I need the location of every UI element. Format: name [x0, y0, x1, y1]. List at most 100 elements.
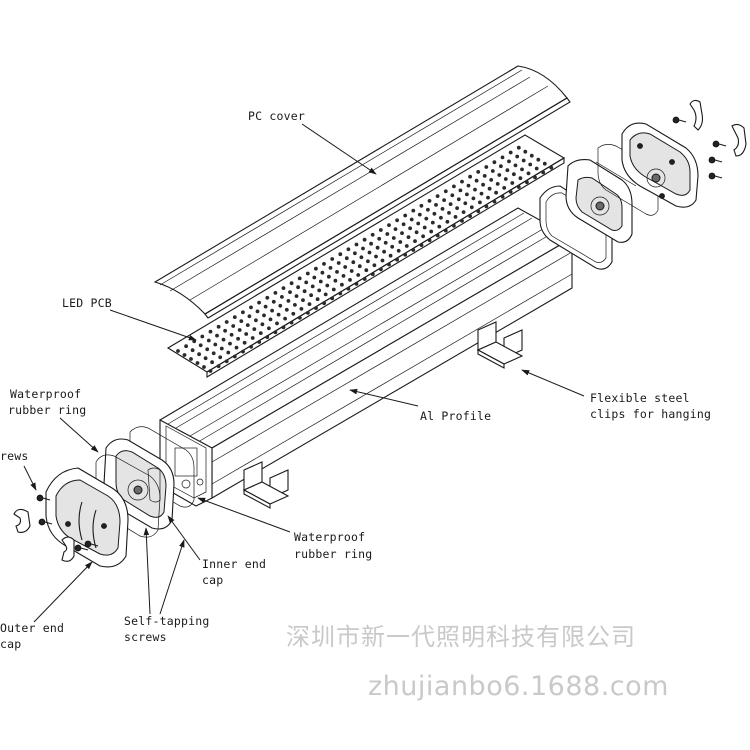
led-dot	[203, 356, 208, 361]
led-dot	[465, 192, 469, 197]
led-dot	[395, 257, 399, 262]
right-rubber-ring	[539, 185, 613, 270]
led-dot	[232, 315, 237, 319]
led-dot	[430, 220, 435, 225]
led-dot	[367, 250, 372, 255]
led-dot	[497, 173, 502, 177]
led-dot	[541, 170, 546, 175]
led-dot	[500, 155, 505, 160]
led-dot	[536, 157, 541, 162]
led-dot	[189, 357, 193, 361]
label-waterproof-left-2: rubber ring	[8, 403, 86, 417]
led-dot	[419, 243, 424, 248]
led-dot	[291, 311, 296, 316]
label-al-profile: Al Profile	[420, 409, 491, 423]
led-dot	[309, 293, 313, 298]
led-dot	[484, 165, 489, 169]
led-dot	[331, 287, 336, 292]
led-dot	[215, 333, 219, 338]
led-dot	[463, 201, 468, 206]
led-dot	[516, 185, 521, 189]
led-dot	[192, 339, 197, 344]
led-dot	[452, 184, 456, 189]
led-dot	[525, 180, 529, 185]
led-dot	[301, 298, 305, 302]
led-dot	[417, 212, 422, 217]
led-dot	[195, 361, 200, 365]
label-pc-cover: PC cover	[248, 109, 305, 123]
led-dot	[460, 179, 464, 184]
led-dot	[176, 349, 180, 353]
led-dot	[216, 364, 221, 369]
led-dot	[356, 273, 361, 277]
led-dot	[448, 202, 453, 207]
led-dot	[398, 240, 403, 244]
led-dot	[411, 208, 416, 213]
led-dot	[378, 228, 383, 232]
led-dot	[396, 248, 401, 253]
led-dot	[237, 328, 242, 332]
led-dot	[520, 167, 524, 172]
label-led-pcb: LED PCB	[62, 296, 112, 310]
led-dot	[226, 350, 231, 355]
led-dot	[232, 354, 237, 359]
led-dot	[351, 260, 356, 265]
led-dot	[244, 332, 249, 336]
led-dot	[505, 168, 510, 173]
led-dot	[393, 227, 398, 232]
led-dot	[327, 274, 331, 279]
led-dot	[406, 235, 411, 240]
led-dot	[330, 257, 335, 261]
label-waterproof-right-1: Waterproof	[294, 530, 365, 544]
led-dot	[344, 256, 349, 261]
led-dot	[293, 303, 297, 307]
led-dot	[404, 244, 409, 248]
led-dot	[442, 198, 446, 203]
led-pcb-part	[166, 134, 566, 378]
led-dot	[424, 216, 429, 221]
led-dot	[390, 244, 395, 249]
right-hooks	[689, 99, 747, 157]
led-dot	[325, 283, 330, 288]
led-dot	[466, 183, 471, 188]
led-dot	[320, 270, 325, 275]
led-dot	[495, 182, 500, 186]
led-dot	[508, 190, 513, 194]
led-dot	[375, 245, 380, 250]
led-dot	[224, 359, 229, 364]
led-dot	[338, 252, 343, 257]
led-dot	[528, 162, 533, 167]
right-inner-end-cap	[565, 159, 637, 243]
led-dot	[473, 187, 477, 192]
led-dot	[218, 355, 223, 360]
led-dot	[391, 236, 396, 240]
led-dot	[534, 166, 539, 171]
led-dot	[434, 203, 438, 207]
led-dot	[353, 251, 357, 256]
led-dot	[219, 346, 224, 351]
led-dot	[437, 224, 442, 229]
led-dot	[484, 204, 489, 209]
led-dot	[247, 314, 252, 319]
led-dot	[273, 291, 278, 295]
led-dot	[443, 228, 448, 233]
led-dot	[500, 194, 505, 199]
led-dot	[349, 269, 354, 273]
led-dot	[190, 348, 195, 353]
led-dot	[208, 329, 213, 334]
led-dot	[254, 318, 258, 323]
left-screws	[36, 494, 99, 552]
led-dot	[304, 280, 309, 285]
led-dot	[208, 369, 213, 373]
led-dot	[526, 171, 531, 176]
led-dot	[453, 215, 458, 219]
led-dot	[416, 221, 421, 226]
led-dot	[370, 232, 375, 237]
led-dot	[280, 295, 284, 299]
led-dot	[379, 267, 383, 272]
led-dot	[374, 254, 378, 259]
led-dot	[492, 199, 497, 204]
led-dot	[542, 161, 547, 166]
led-dot	[487, 186, 492, 191]
